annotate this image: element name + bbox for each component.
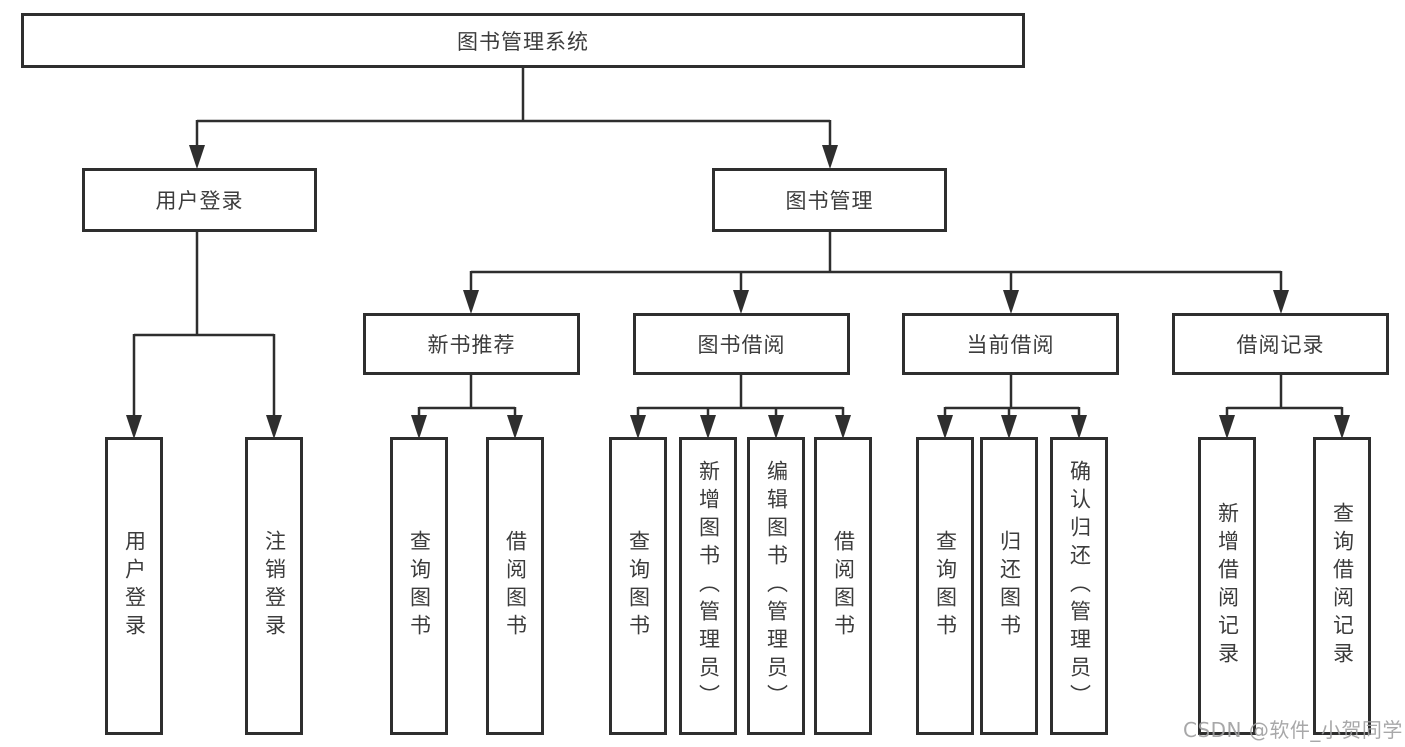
- node-label: 用户登录: [122, 530, 147, 642]
- node-label: 新增借阅记录: [1215, 502, 1240, 670]
- node-borrowing-records: 借阅记录: [1172, 313, 1389, 375]
- leaf-node-logout: 注销登录: [245, 437, 303, 735]
- node-label: 图书管理系统: [457, 29, 589, 54]
- leaf-node-query-borrow-record: 查询借阅记录: [1313, 437, 1371, 735]
- leaf-node-return-books: 归还图书: [980, 437, 1038, 735]
- leaf-node-edit-books-admin: 编辑图书（管理员）: [747, 437, 805, 735]
- connector-level3-to-leaves: [417, 375, 1344, 422]
- node-label: 确认归还（管理员）: [1067, 460, 1092, 712]
- node-label: 借阅图书: [831, 530, 856, 642]
- node-label: 查询借阅记录: [1330, 502, 1355, 670]
- node-label: 查询图书: [407, 530, 432, 642]
- leaf-node-add-books-admin: 新增图书（管理员）: [679, 437, 737, 735]
- node-label: 归还图书: [997, 530, 1022, 642]
- leaf-node-query-books-borrowing: 查询图书: [609, 437, 667, 735]
- node-label: 图书借阅: [697, 333, 786, 357]
- leaf-node-borrow-books-recommend: 借阅图书: [486, 437, 544, 735]
- connector-userlogin-to-leaves: [132, 232, 276, 420]
- leaf-node-add-borrow-record: 新增借阅记录: [1198, 437, 1256, 735]
- node-label: 用户登录: [155, 189, 244, 213]
- node-book-borrowing: 图书借阅: [633, 313, 850, 375]
- csdn-watermark: CSDN @软件_小贺同学: [1183, 718, 1403, 742]
- node-label: 查询图书: [626, 530, 651, 642]
- node-book-management: 图书管理: [712, 168, 947, 232]
- leaf-node-user-login: 用户登录: [105, 437, 163, 735]
- node-label: 查询图书: [933, 530, 958, 642]
- node-label: 新增图书（管理员）: [696, 460, 721, 712]
- connector-root-to-level2: [195, 68, 832, 150]
- node-label: 编辑图书（管理员）: [764, 460, 789, 712]
- node-current-borrowing: 当前借阅: [902, 313, 1119, 375]
- node-label: 当前借阅: [966, 333, 1055, 357]
- connector-bookmgmt-to-level3: [469, 232, 1283, 296]
- node-user-login: 用户登录: [82, 168, 317, 232]
- node-label: 新书推荐: [427, 333, 516, 357]
- leaf-node-query-books-current: 查询图书: [916, 437, 974, 735]
- node-label: 注销登录: [262, 530, 287, 642]
- leaf-node-confirm-return-admin: 确认归还（管理员）: [1050, 437, 1108, 735]
- node-label: 借阅图书: [503, 530, 528, 642]
- node-label: 图书管理: [785, 189, 874, 213]
- leaf-node-borrow-books: 借阅图书: [814, 437, 872, 735]
- node-label: 借阅记录: [1236, 333, 1325, 357]
- node-library-management-system: 图书管理系统: [21, 13, 1025, 68]
- leaf-node-query-books-recommend: 查询图书: [390, 437, 448, 735]
- node-new-book-recommendation: 新书推荐: [363, 313, 580, 375]
